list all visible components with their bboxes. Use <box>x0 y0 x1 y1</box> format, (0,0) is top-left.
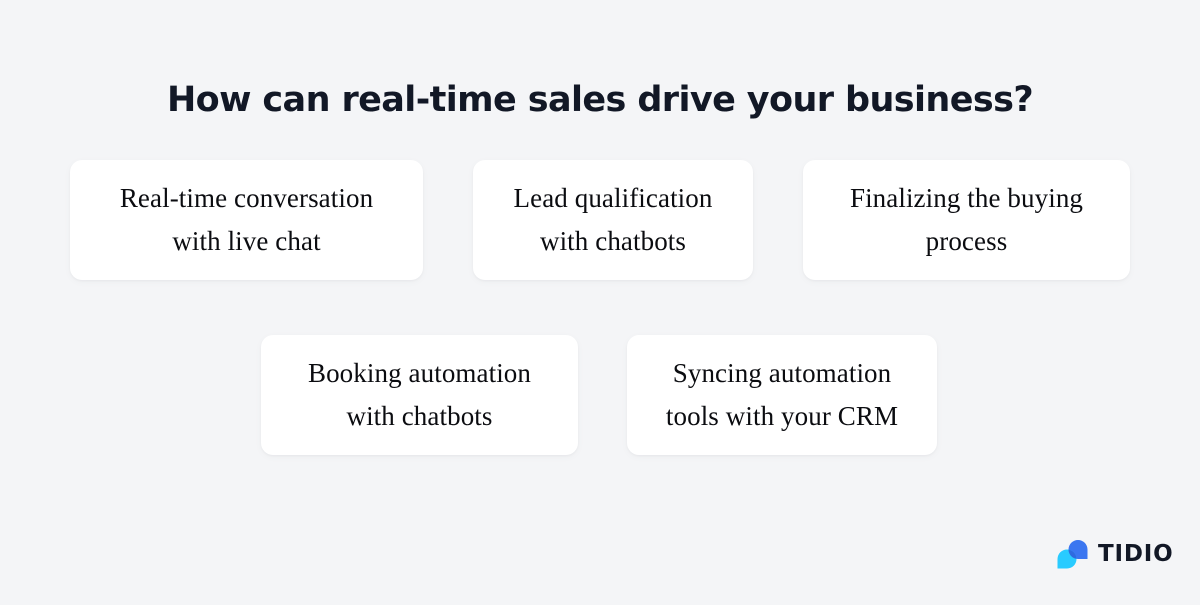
feature-card-line2: with live chat <box>172 226 321 256</box>
tidio-wordmark: TIDIO <box>1098 540 1174 567</box>
feature-card-line1: Syncing automation <box>672 358 892 389</box>
feature-card-label: Finalizing the buying process <box>850 177 1083 262</box>
feature-card-line2: with chatbots <box>539 226 687 256</box>
feature-card: Lead qualification with chatbots <box>473 160 753 280</box>
feature-card-label: Booking automation with chatbots <box>308 352 531 437</box>
feature-card-line2: tools with your CRM <box>665 401 899 431</box>
feature-card-line1: Booking automation <box>307 358 532 389</box>
feature-card: Finalizing the buying process <box>803 160 1130 280</box>
feature-card-label: Real-time conversation with live chat <box>120 177 373 262</box>
feature-card: Real-time conversation with live chat <box>70 160 423 280</box>
feature-card-line2: with chatbots <box>346 401 493 431</box>
feature-card-line2: process <box>925 226 1008 256</box>
feature-card: Syncing automation tools with your CRM <box>627 335 937 455</box>
feature-card-line1: Real-time conversation <box>119 183 374 214</box>
feature-card: Booking automation with chatbots <box>261 335 578 455</box>
feature-card-line1: Lead qualification <box>513 183 713 214</box>
feature-card-label: Syncing automation tools with your CRM <box>666 352 898 437</box>
tidio-logo: TIDIO <box>1056 534 1174 574</box>
feature-card-label: Lead qualification with chatbots <box>514 177 713 262</box>
tidio-chat-bubbles-icon <box>1056 538 1089 571</box>
page-title: How can real-time sales drive your busin… <box>166 80 1034 121</box>
feature-card-line1: Finalizing the buying <box>849 183 1084 214</box>
